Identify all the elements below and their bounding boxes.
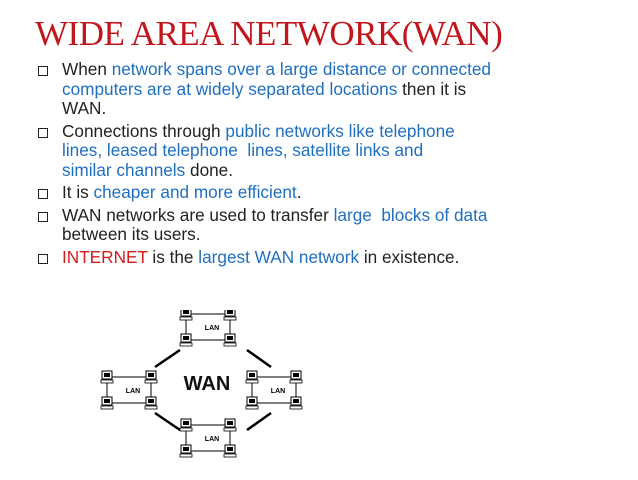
bullet-line: WAN.: [62, 98, 608, 119]
lan-label: LAN: [205, 325, 219, 332]
wan-link: [154, 411, 181, 432]
text-span: WAN networks are used to transfer: [62, 204, 334, 225]
wan-label: WAN: [184, 373, 231, 395]
computer-icon: [245, 370, 259, 384]
text-span: WAN.: [62, 98, 107, 118]
text-span: between its users.: [62, 224, 201, 244]
computer-icon: [179, 310, 193, 321]
lan-cluster: LAN: [100, 370, 158, 410]
bullet-text: It is cheaper and more efficient.: [62, 182, 608, 203]
lan-label: LAN: [205, 436, 219, 443]
lan-label: LAN: [126, 388, 140, 395]
bullet-text: WAN networks are used to transfer large …: [62, 204, 608, 245]
bullet-item: Connections through public networks like…: [38, 120, 608, 181]
text-span: is the: [147, 246, 199, 267]
wan-link: [154, 348, 181, 369]
text-span: similar channels: [62, 159, 186, 180]
wan-diagram: WAN LAN LAN LAN LAN: [100, 310, 303, 458]
text-span: done.: [185, 159, 234, 180]
text-span: lines, leased telephone lines, satellite…: [62, 140, 424, 160]
text-span: network spans over a large distance or c…: [111, 59, 491, 79]
computer-icon: [223, 418, 237, 432]
bullet-text: Connections through public networks like…: [62, 120, 608, 181]
computer-icon: [179, 418, 193, 432]
computer-icon: [223, 333, 237, 347]
bullet-item: When network spans over a large distance…: [38, 59, 608, 119]
computer-icon: [179, 444, 193, 458]
bullet-line: Connections through public networks like…: [62, 120, 608, 142]
computer-icon: [100, 370, 114, 384]
text-span: public networks like telephone: [225, 120, 455, 141]
bullet-text: INTERNET is the largest WAN network in e…: [62, 246, 608, 268]
lan-cluster: LAN: [179, 310, 237, 347]
computer-icon: [223, 310, 237, 321]
bullet-line: It is cheaper and more efficient.: [62, 182, 608, 203]
lan-cluster: LAN: [245, 370, 303, 410]
bullet-line: INTERNET is the largest WAN network in e…: [62, 246, 608, 268]
bullet-text: When network spans over a large distance…: [62, 59, 608, 119]
bullet-line: WAN networks are used to transfer large …: [62, 204, 608, 226]
lan-cluster: LAN: [179, 418, 237, 458]
bullet-line: computers are at widely separated locati…: [62, 78, 608, 100]
bullet-line: similar channels done.: [62, 159, 608, 181]
bullet-item: INTERNET is the largest WAN network in e…: [38, 246, 608, 268]
text-span: large blocks of data: [333, 204, 488, 225]
bullet-line: between its users.: [62, 224, 608, 245]
slide-title: WIDE AREA NETWORK(WAN): [35, 14, 503, 53]
computer-icon: [179, 333, 193, 347]
text-span: It is: [62, 182, 94, 202]
text-span: cheaper and more efficient: [93, 182, 297, 202]
computer-icon: [144, 370, 158, 384]
hollow-square-icon: [38, 211, 48, 222]
text-span: largest WAN network: [198, 246, 360, 267]
hollow-square-icon: [38, 189, 48, 199]
text-span: When: [62, 59, 112, 79]
wan-link: [246, 411, 272, 432]
text-span: in existence.: [359, 246, 460, 267]
text-span: then it is: [397, 78, 467, 99]
text-span: INTERNET: [62, 246, 148, 267]
bullet-item: WAN networks are used to transfer large …: [38, 204, 608, 245]
bullet-item: It is cheaper and more efficient.: [38, 182, 608, 203]
bullet-list: When network spans over a large distance…: [38, 59, 608, 270]
computer-icon: [245, 396, 259, 410]
hollow-square-icon: [38, 253, 48, 264]
text-span: computers are at widely separated locati…: [62, 78, 398, 99]
computer-icon: [144, 396, 158, 410]
computer-icon: [289, 396, 303, 410]
lan-label: LAN: [271, 388, 285, 395]
computer-icon: [289, 370, 303, 384]
text-span: .: [296, 182, 302, 202]
bullet-line: When network spans over a large distance…: [62, 59, 608, 80]
computer-icon: [100, 396, 114, 410]
hollow-square-icon: [38, 66, 48, 76]
computer-icon: [223, 444, 237, 458]
bullet-line: lines, leased telephone lines, satellite…: [62, 140, 608, 161]
text-span: Connections through: [62, 120, 226, 141]
hollow-square-icon: [38, 127, 48, 138]
wan-link: [246, 348, 272, 369]
